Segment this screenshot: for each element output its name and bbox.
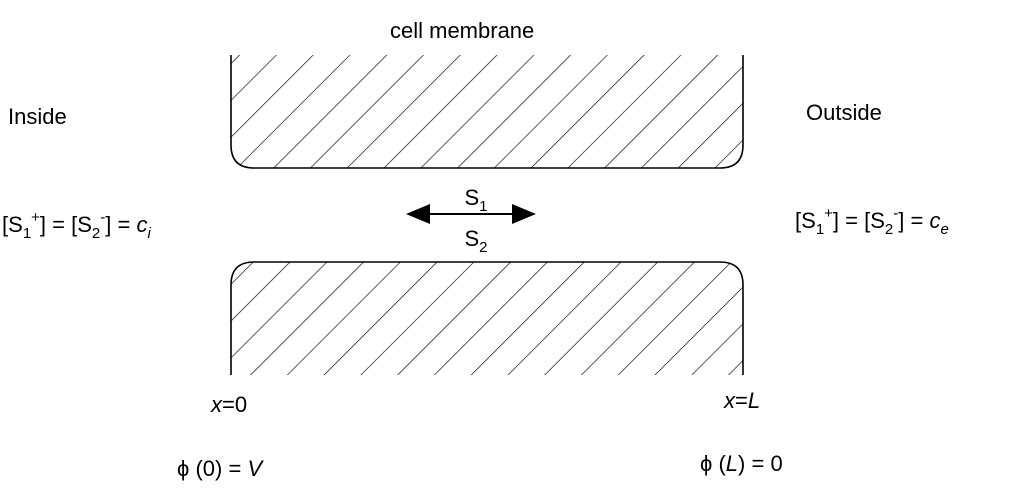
inside-ion1-sub: 1: [22, 225, 32, 242]
outside-ion2-sub: 2: [884, 221, 894, 238]
inside-ion1: S: [8, 212, 23, 237]
left-phi-arg: 0: [202, 456, 216, 481]
right-boundary-potential: ϕ (L) = 0: [700, 451, 783, 476]
inside-label: Inside: [8, 104, 67, 129]
channel-species-top: S1: [446, 185, 506, 215]
channel-bottom-sub: 2: [479, 239, 488, 256]
left-phi: ϕ: [177, 456, 190, 481]
lower-membrane: [230, 261, 744, 375]
outside-conc-value: c: [929, 208, 941, 233]
left-x-value: 0: [234, 392, 248, 417]
inside-ion1-charge: +: [31, 209, 40, 226]
outside-ion2-charge: -: [893, 205, 899, 222]
channel-species-bottom: S2: [446, 226, 506, 256]
inside-conc-value-sub: i: [147, 225, 151, 242]
channel-bottom-species: S: [464, 226, 480, 251]
right-x-value: L: [747, 388, 761, 413]
outside-ion1: S: [801, 208, 816, 233]
channel-top-sub: 1: [479, 198, 488, 215]
left-boundary-position: x=0: [211, 392, 248, 417]
channel-top-species: S: [464, 185, 480, 210]
right-x-var: x: [724, 388, 735, 413]
inside-concentration: [S1+] = [S2-] = ci: [2, 209, 151, 242]
inside-ion2: S: [77, 212, 92, 237]
right-phi: ϕ: [700, 451, 713, 476]
upper-membrane: [230, 55, 744, 169]
left-phi-value: V: [247, 456, 263, 481]
outside-ion2: S: [870, 208, 885, 233]
outside-concentration: [S1+] = [S2-] = ce: [795, 205, 949, 238]
right-phi-value: 0: [770, 451, 783, 476]
outside-label: Outside: [806, 100, 882, 125]
outside-conc-value-sub: e: [940, 221, 949, 238]
inside-ion2-charge: -: [100, 209, 106, 226]
membrane-title: cell membrane: [390, 18, 535, 43]
inside-conc-value: c: [136, 212, 148, 237]
outside-ion1-charge: +: [824, 205, 833, 222]
right-phi-arg: L: [725, 451, 739, 476]
left-boundary-potential: ϕ (0) = V: [177, 456, 263, 481]
left-x-var: x: [211, 392, 222, 417]
right-boundary-position: x=L: [724, 388, 761, 413]
outside-ion1-sub: 1: [815, 221, 825, 238]
inside-ion2-sub: 2: [91, 225, 101, 242]
